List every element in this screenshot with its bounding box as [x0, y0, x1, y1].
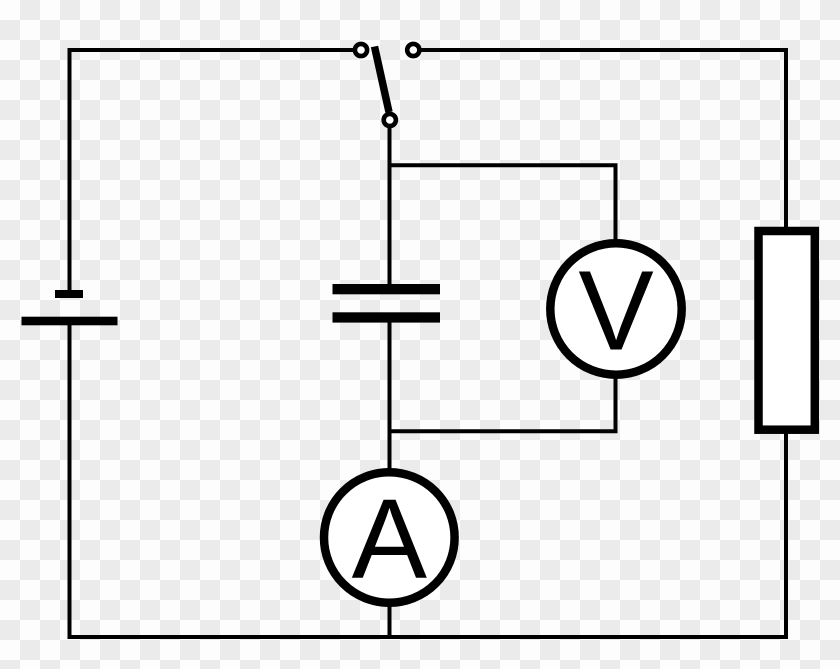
voltmeter-circle [546, 239, 686, 379]
switch-lever [370, 45, 393, 113]
capacitor-plate-top [332, 284, 440, 295]
switch-open-symbol [352, 41, 422, 129]
voltmeter-label: V [578, 248, 653, 374]
resistor-symbol [754, 226, 820, 434]
switch-terminal-right [404, 41, 422, 59]
voltmeter-symbol: V [546, 239, 686, 379]
capacitor-plate-bottom [332, 312, 440, 323]
ammeter-symbol: A [319, 467, 459, 608]
battery-long-plate [21, 316, 118, 326]
ammeter-label: A [352, 476, 428, 602]
wires [67, 48, 788, 639]
wire-voltmeter-top [389, 163, 618, 242]
wire-voltmeter-bottom [389, 377, 618, 434]
capacitor-symbol [332, 284, 440, 323]
battery-symbol [21, 290, 118, 326]
switch-terminal-left [352, 41, 370, 59]
resistor-body [754, 226, 820, 434]
switch-terminal-bottom [381, 111, 399, 129]
ammeter-circle [319, 467, 459, 608]
battery-short-plate [55, 290, 83, 298]
